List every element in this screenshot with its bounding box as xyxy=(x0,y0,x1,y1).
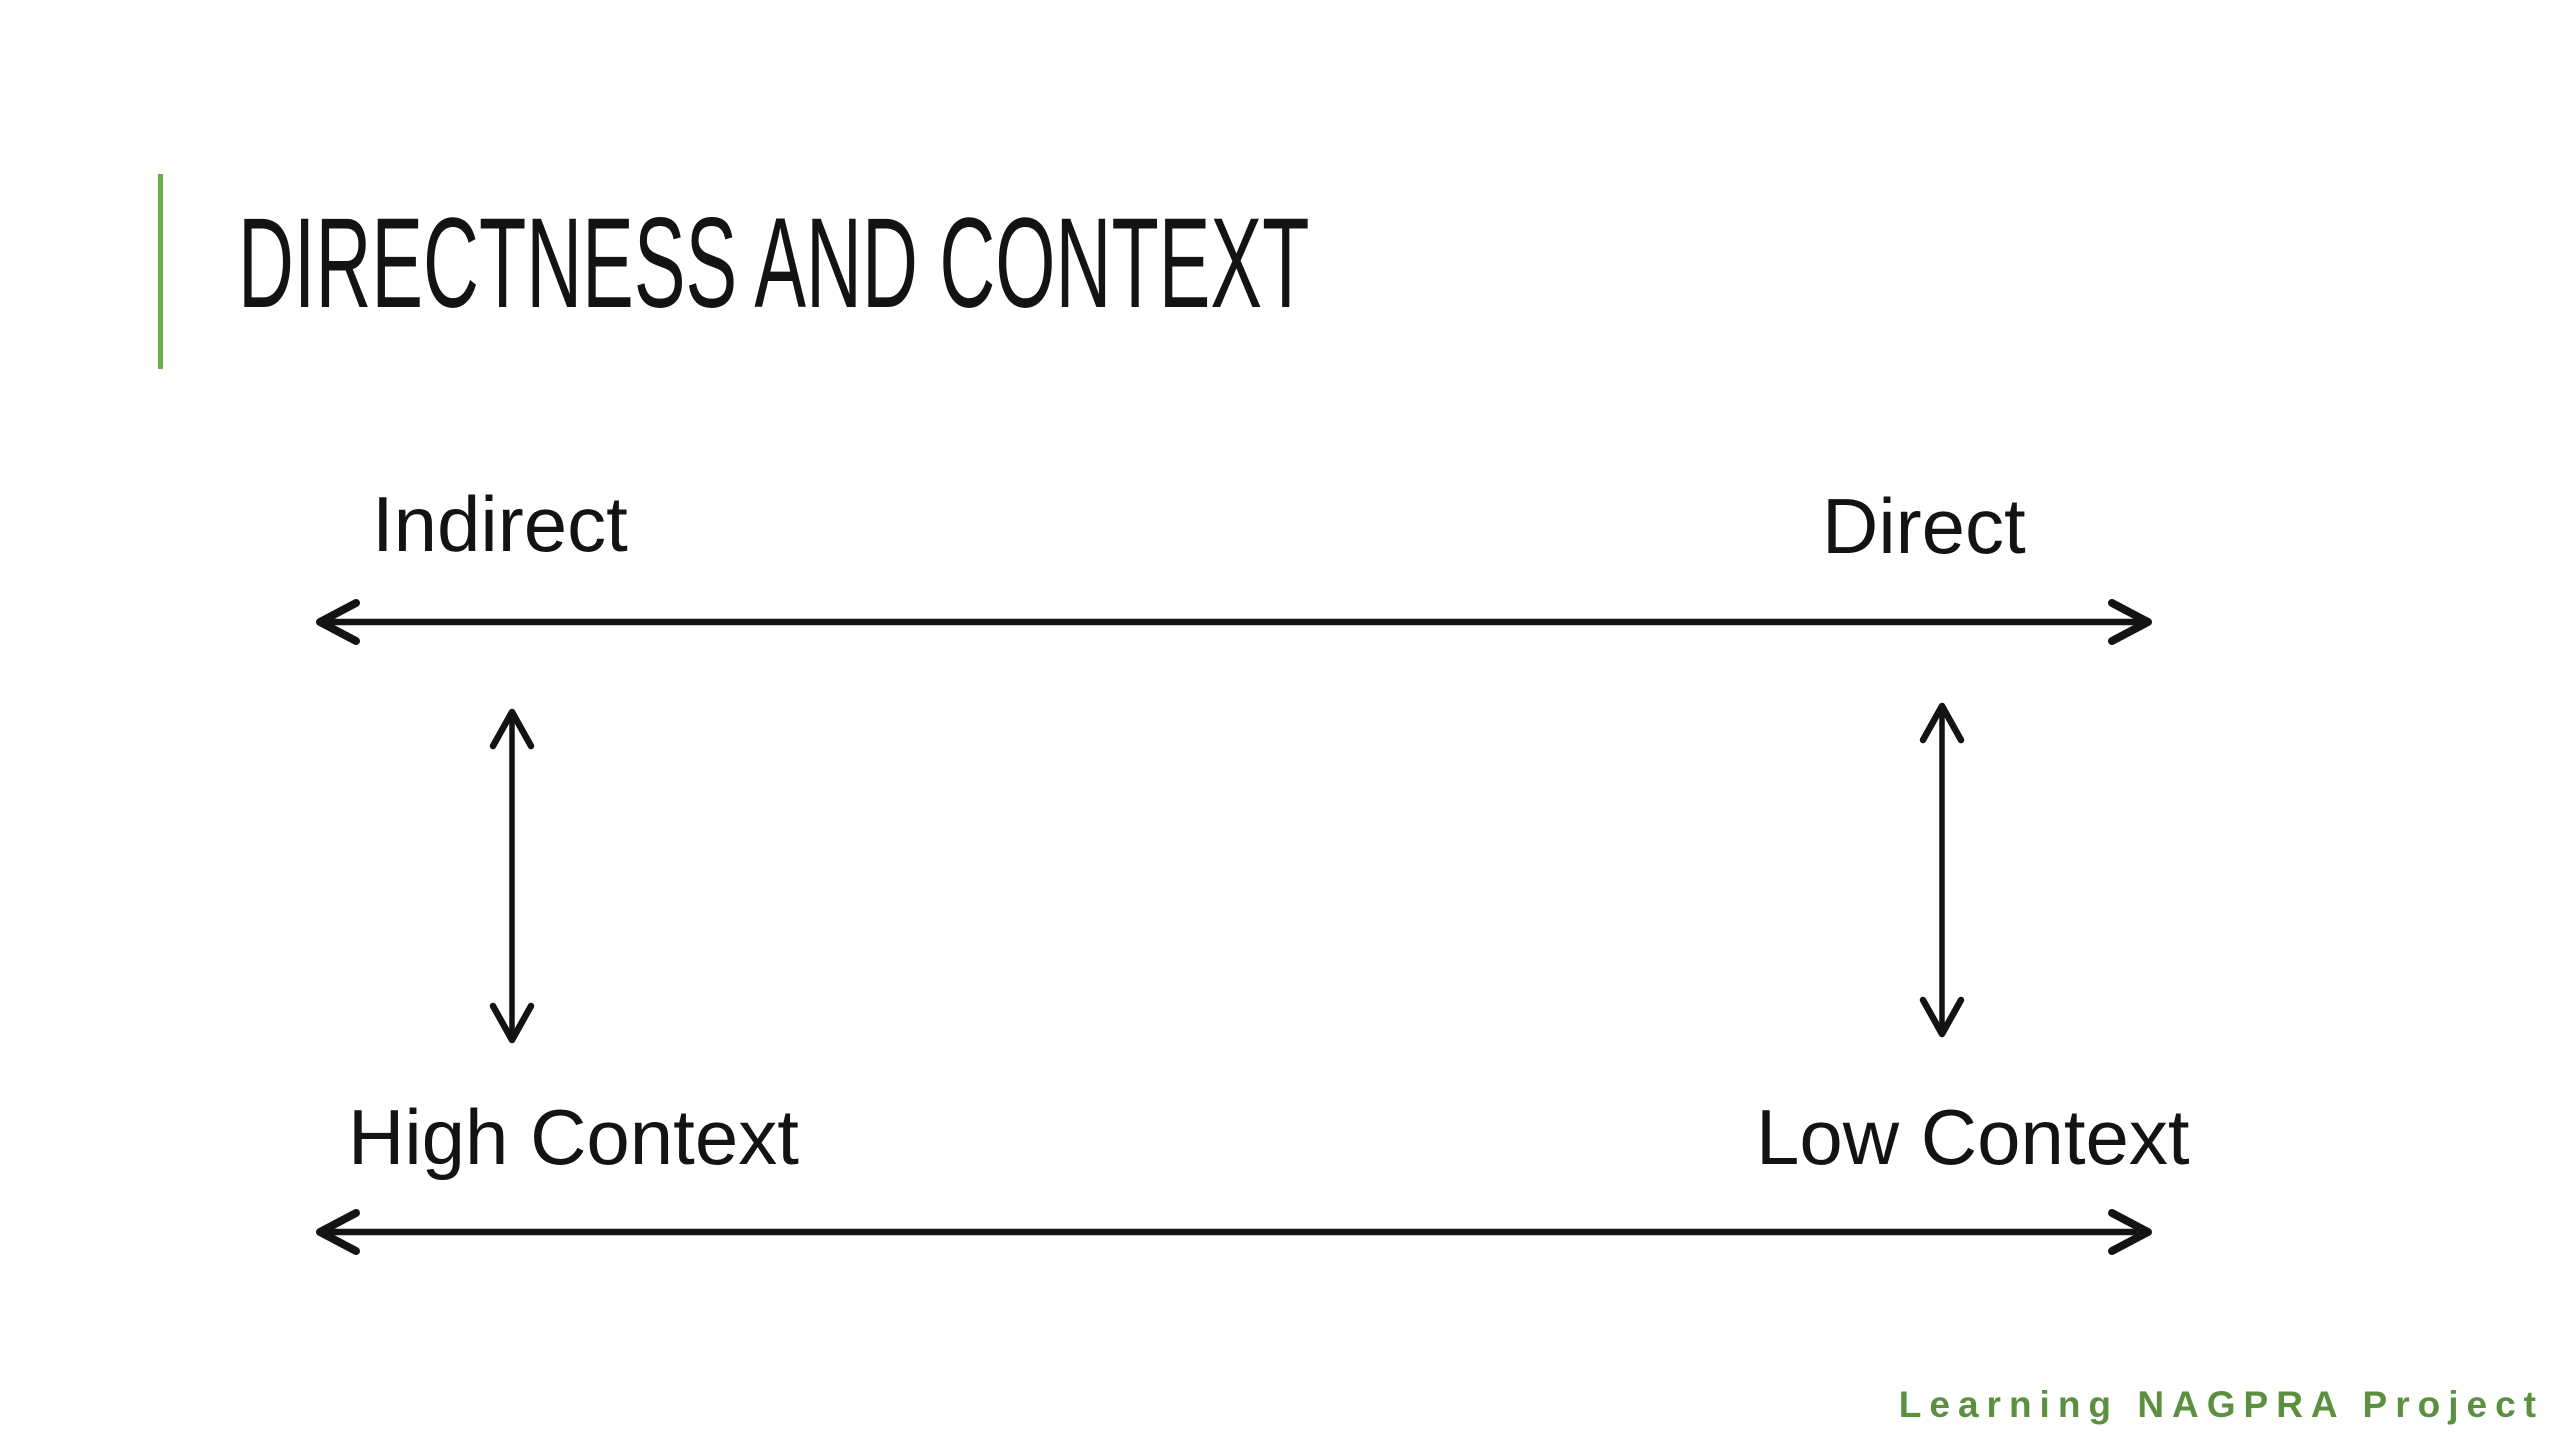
left-connector-arrow xyxy=(493,712,531,1040)
label-low-context: Low Context xyxy=(1756,1093,2190,1181)
slide-title: DIRECTNESS AND CONTEXT xyxy=(238,192,1310,335)
label-direct: Direct xyxy=(1822,482,2026,570)
right-connector-arrow xyxy=(1923,706,1961,1034)
title-accent-bar xyxy=(158,174,163,369)
bottom-axis-arrow xyxy=(320,1213,2148,1251)
label-high-context: High Context xyxy=(348,1093,799,1181)
footer-brand: Learning NAGPRA Project xyxy=(1898,1384,2544,1425)
label-indirect: Indirect xyxy=(372,480,628,568)
top-axis-arrow xyxy=(320,603,2148,641)
